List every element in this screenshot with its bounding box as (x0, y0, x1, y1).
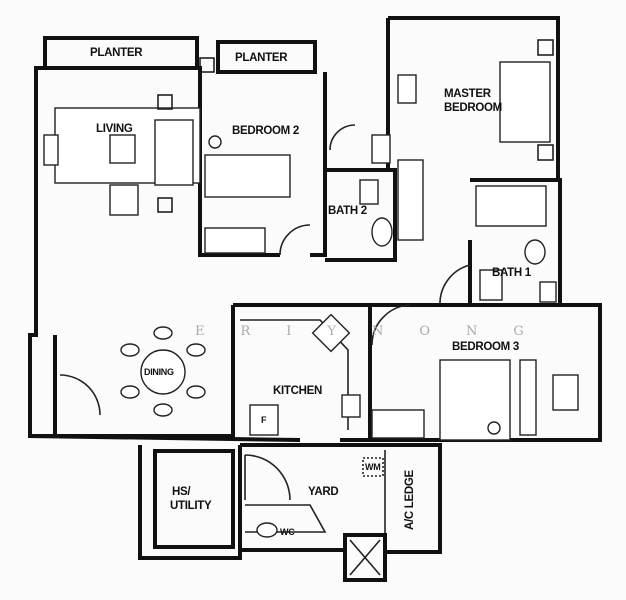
planter-2 (216, 40, 317, 74)
label-master-bedroom-1: MASTER (444, 88, 492, 100)
label-planter-2: PLANTER (235, 52, 288, 64)
bath-1-fixtures (475, 185, 557, 303)
label-bath-1: BATH 1 (492, 267, 532, 279)
dining-table (59, 326, 206, 417)
label-bedroom-3: BEDROOM 3 (452, 341, 519, 353)
label-ac-ledge: A/C LEDGE (404, 469, 416, 530)
label-planter-1: PLANTER (90, 47, 143, 59)
service-area-walls (138, 443, 442, 582)
living-furniture (43, 94, 201, 216)
label-wc: WC (280, 527, 295, 537)
label-kitchen: KITCHEN (273, 385, 322, 397)
label-wm: WM (365, 462, 380, 472)
label-bath-2: BATH 2 (328, 205, 367, 217)
bath-2-fixtures (359, 134, 393, 247)
label-bedroom-2: BEDROOM 2 (232, 125, 299, 137)
label-dining: DINING (144, 367, 174, 377)
label-hs-utility-1: HS/ (172, 486, 191, 498)
kitchen-fixtures (240, 313, 361, 436)
label-fridge: F (261, 415, 267, 425)
bedroom-2-furniture (204, 124, 356, 256)
watermark: ERIYNONG (195, 324, 560, 339)
bedroom-3-furniture (371, 304, 579, 441)
exterior-walls (28, 16, 602, 442)
label-yard: YARD (308, 486, 338, 498)
label-master-bedroom-2: BEDROOM (444, 102, 502, 114)
master-bedroom-furniture (397, 39, 554, 306)
label-hs-utility-2: UTILITY (170, 500, 212, 512)
label-living: LIVING (96, 123, 133, 135)
